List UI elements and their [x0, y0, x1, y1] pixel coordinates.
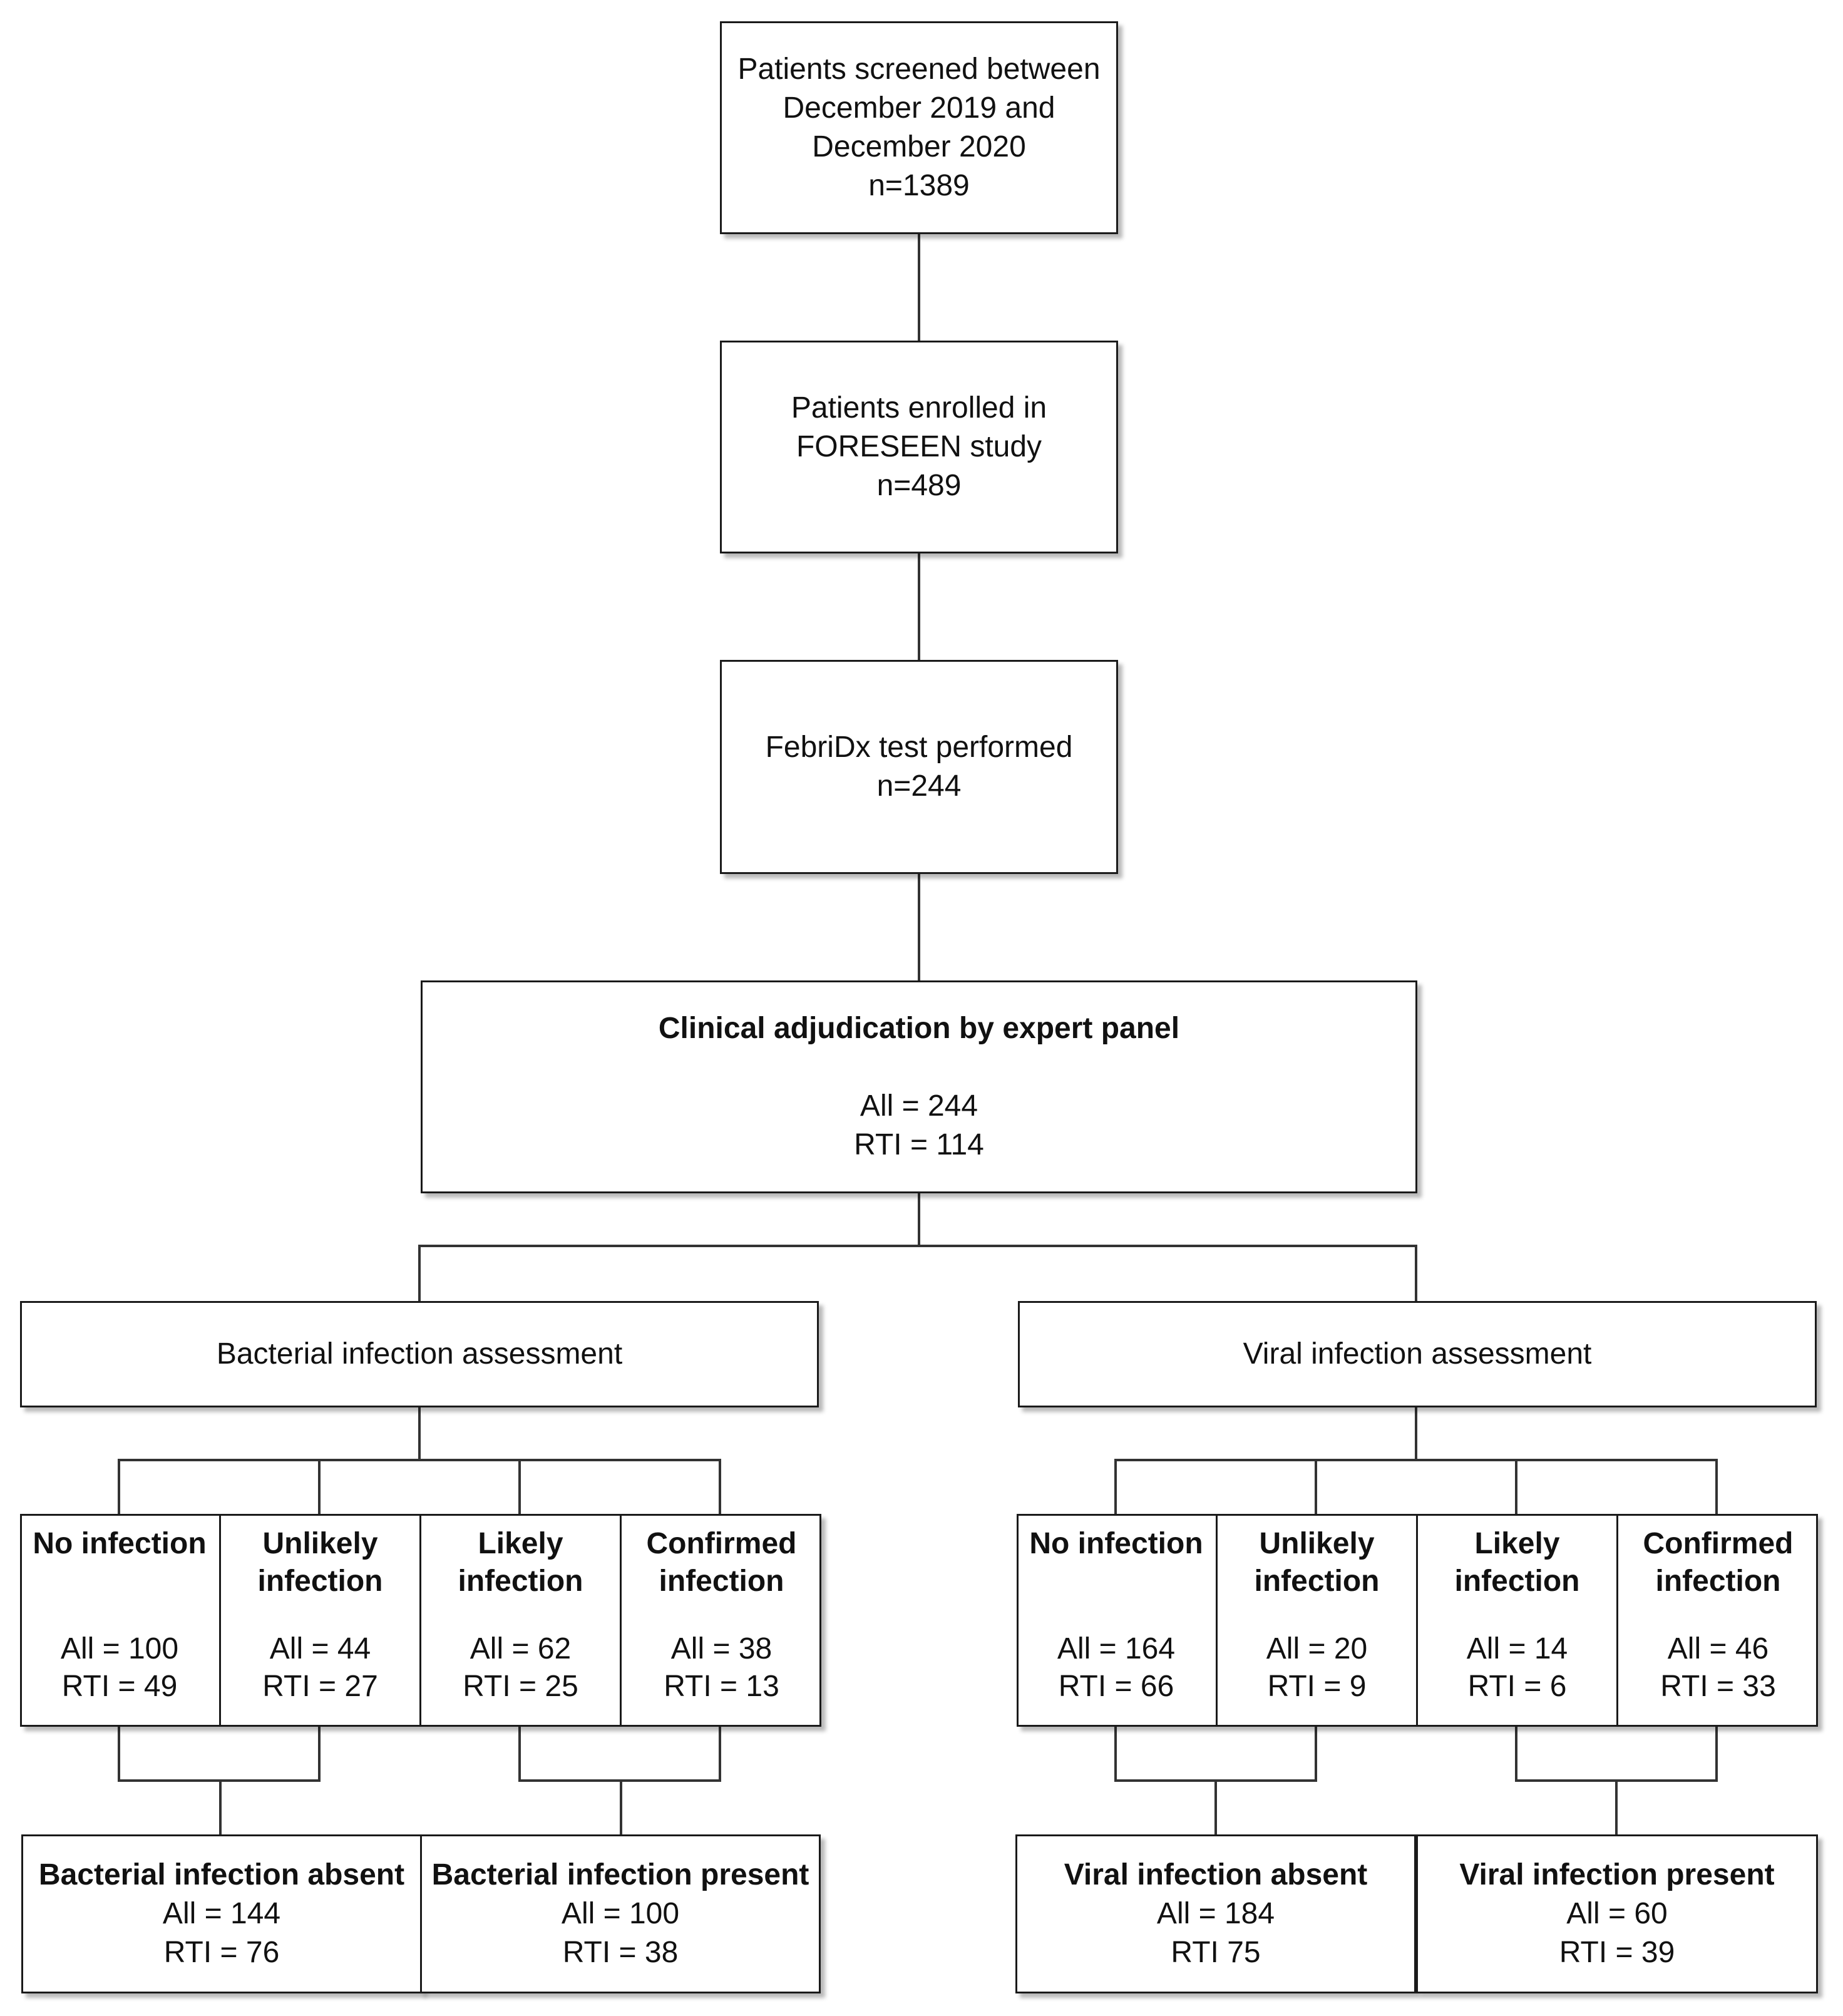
outcome-title: Viral infection present [1459, 1858, 1775, 1891]
divider [1616, 1514, 1618, 1727]
divider [620, 1514, 622, 1727]
viral-assessment-title: Viral infection assessment [1243, 1337, 1592, 1371]
category-label: Confirmed [646, 1527, 797, 1560]
viral-present-box: Viral infection present All = 60 RTI = 3… [1416, 1834, 1818, 1993]
category-all: All = 44 [269, 1632, 371, 1665]
outcome-all: All = 100 [561, 1897, 680, 1930]
bacterial-categories-dividers [219, 1514, 221, 1727]
adjudication-title: Clinical adjudication by expert panel [658, 1012, 1180, 1045]
adjudication-all: All = 244 [860, 1089, 978, 1123]
category-rti: RTI = 27 [262, 1670, 378, 1703]
category-rti: RTI = 49 [61, 1670, 178, 1703]
outcome-title: Bacterial infection present [431, 1858, 809, 1891]
enrolled-line2: FORESEEN study [796, 430, 1042, 463]
category-rti: RTI = 25 [463, 1670, 578, 1703]
category-label: Likely [1474, 1527, 1560, 1560]
adjudication-box: Clinical adjudication by expert panel Al… [421, 980, 1417, 1193]
category-all: All = 164 [1057, 1632, 1176, 1665]
febridx-box: FebriDx test performed n=244 [720, 660, 1118, 874]
category-all: All = 14 [1466, 1632, 1568, 1665]
bacterial-likely-infection: Likely infection All = 62 RTI = 25 [421, 1525, 620, 1727]
category-label: Unlikely [262, 1527, 378, 1560]
category-all: All = 62 [470, 1632, 572, 1665]
outcome-title: Bacterial infection absent [38, 1858, 405, 1891]
outcome-rti: RTI = 38 [562, 1936, 679, 1969]
viral-assessment-box: Viral infection assessment [1018, 1301, 1817, 1407]
category-rti: RTI = 9 [1267, 1670, 1367, 1703]
category-label-2: infection [1655, 1565, 1781, 1598]
viral-absent-box: Viral infection absent All = 184 RTI 75 [1015, 1834, 1416, 1993]
category-label-2: infection [659, 1565, 784, 1598]
bacterial-absent-box: Bacterial infection absent All = 144 RTI… [21, 1834, 422, 1993]
viral-likely-infection: Likely infection All = 14 RTI = 6 [1418, 1525, 1616, 1727]
outcome-rti: RTI = 76 [163, 1936, 280, 1969]
screened-line1: Patients screened between [737, 53, 1101, 86]
category-all: All = 100 [60, 1632, 179, 1665]
category-all: All = 20 [1266, 1632, 1368, 1665]
outcome-title: Viral infection absent [1064, 1858, 1368, 1891]
outcome-all: All = 60 [1566, 1897, 1668, 1930]
connector [118, 1459, 721, 1514]
divider [1416, 1514, 1418, 1727]
screened-line3: December 2020 [812, 130, 1026, 163]
viral-unlikely-infection: Unlikely infection All = 20 RTI = 9 [1218, 1525, 1416, 1727]
screened-box: Patients screened between December 2019 … [720, 21, 1118, 234]
outcome-all: All = 144 [162, 1897, 281, 1930]
bacterial-unlikely-infection: Unlikely infection All = 44 RTI = 27 [221, 1525, 419, 1727]
febridx-count: n=244 [876, 769, 962, 803]
connector [1515, 1727, 1718, 1782]
category-rti: RTI = 66 [1058, 1670, 1174, 1703]
connector [118, 1727, 321, 1782]
category-label-2: infection [1454, 1565, 1580, 1598]
category-label: Confirmed [1643, 1527, 1794, 1560]
category-label: No infection [1029, 1527, 1203, 1560]
bacterial-confirmed-infection: Confirmed infection All = 38 RTI = 13 [622, 1525, 821, 1727]
enrolled-box: Patients enrolled in FORESEEN study n=48… [720, 341, 1118, 553]
screened-line2: December 2019 and [783, 91, 1055, 125]
enrolled-line1: Patients enrolled in [791, 391, 1047, 424]
outcome-rti: RTI = 39 [1559, 1936, 1675, 1969]
screened-count: n=1389 [868, 169, 970, 202]
category-all: All = 46 [1667, 1632, 1769, 1665]
category-rti: RTI = 13 [664, 1670, 779, 1703]
bacterial-assessment-box: Bacterial infection assessment [20, 1301, 819, 1407]
connector [518, 1727, 721, 1782]
divider [419, 1514, 421, 1727]
category-label-2: infection [458, 1565, 583, 1598]
category-label: No infection [33, 1527, 207, 1560]
category-label-2: infection [1254, 1565, 1380, 1598]
category-all: All = 38 [670, 1632, 773, 1665]
bacterial-assessment-title: Bacterial infection assessment [216, 1337, 623, 1371]
viral-confirmed-infection: Confirmed infection All = 46 RTI = 33 [1618, 1525, 1818, 1727]
outcome-rti: RTI 75 [1171, 1936, 1261, 1969]
category-label: Likely [478, 1527, 563, 1560]
connector [418, 1245, 1417, 1301]
febridx-line1: FebriDx test performed [765, 731, 1073, 764]
adjudication-rti: RTI = 114 [854, 1128, 984, 1161]
category-rti: RTI = 6 [1467, 1670, 1567, 1703]
enrolled-count: n=489 [876, 469, 962, 502]
outcome-all: All = 184 [1156, 1897, 1275, 1930]
category-label: Unlikely [1259, 1527, 1375, 1560]
connector [1114, 1727, 1317, 1782]
divider [1216, 1514, 1218, 1727]
bacterial-present-box: Bacterial infection present All = 100 RT… [420, 1834, 821, 1993]
category-rti: RTI = 33 [1660, 1670, 1776, 1703]
category-label-2: infection [257, 1565, 383, 1598]
connector [1114, 1459, 1718, 1514]
